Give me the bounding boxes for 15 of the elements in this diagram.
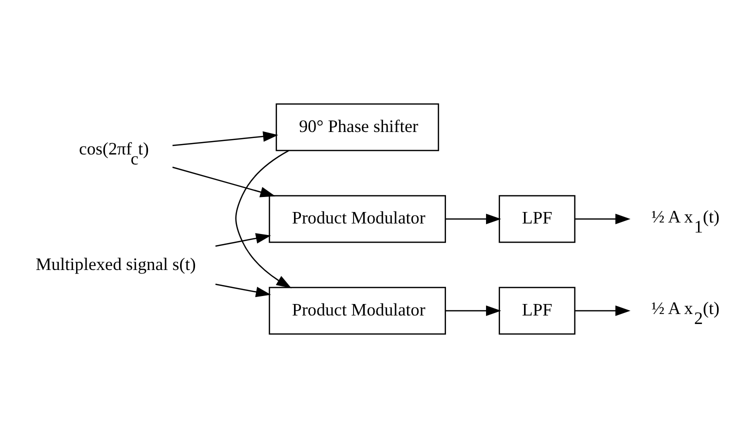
node-box: Product Modulator xyxy=(268,286,446,335)
arrow xyxy=(575,214,630,224)
arrow xyxy=(172,166,276,198)
arrow xyxy=(215,233,271,247)
node-box: 90° Phase shifter xyxy=(276,103,440,152)
arrow xyxy=(446,305,502,316)
arrow xyxy=(235,150,292,288)
node-box: LPF xyxy=(498,195,576,243)
arrow xyxy=(215,284,271,298)
arrow xyxy=(172,131,278,146)
node-text: Multiplexed signal s(t) xyxy=(36,254,196,274)
arrow xyxy=(446,214,502,224)
node-box: Product Modulator xyxy=(268,195,446,243)
arrow xyxy=(575,305,630,316)
node-box: LPF xyxy=(498,286,576,335)
